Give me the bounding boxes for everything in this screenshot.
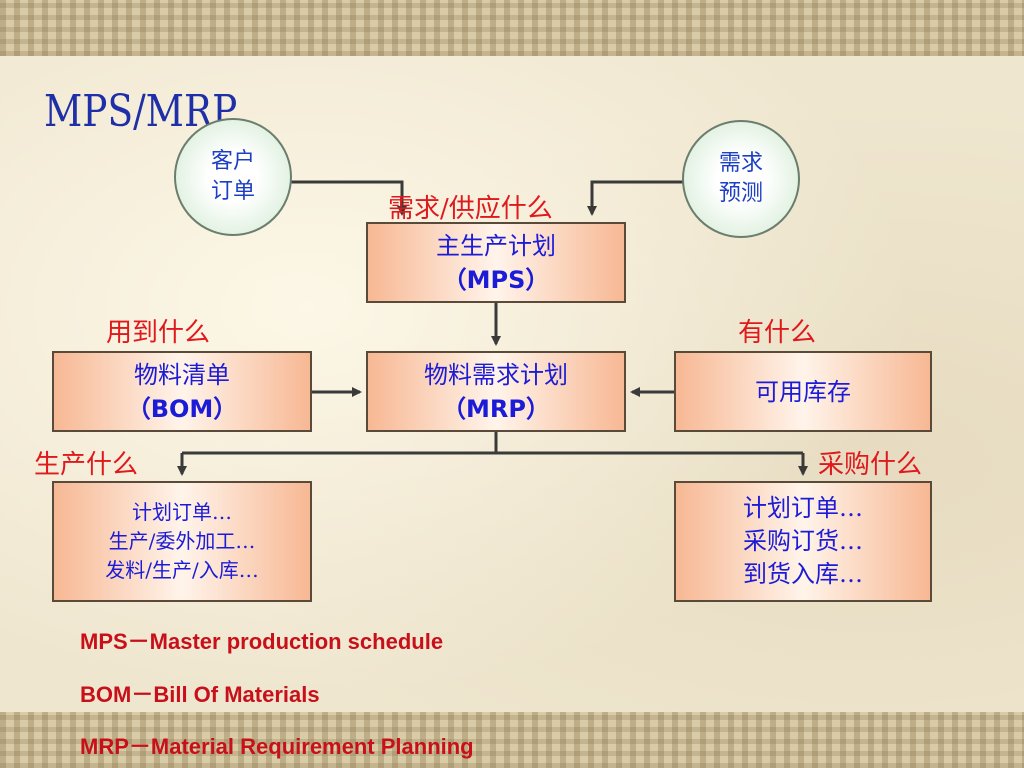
decorative-top-border [0, 0, 1024, 56]
purchase-orders-line1: 计划订单… [743, 494, 863, 522]
inventory-box: 可用库存 [674, 351, 932, 432]
connector-forecast-to-mps [587, 180, 684, 216]
mps-box: 主生产计划 （MPS） [366, 222, 626, 303]
bom-abbr: （BOM） [126, 394, 238, 423]
label-produce-what: 生产什么 [34, 450, 139, 480]
production-orders-line1: 计划订单… [132, 500, 232, 524]
mrp-title: 物料需求计划 [424, 360, 568, 389]
label-purchase-what: 采购什么 [818, 450, 923, 480]
mrp-abbr: （MRP） [442, 394, 550, 423]
decorative-bottom-border [0, 712, 1024, 768]
label-have-what: 有什么 [738, 318, 817, 348]
legend-bom: BOM－Bill Of Materials [80, 682, 320, 707]
bom-title: 物料清单 [134, 360, 230, 389]
connector-customer-to-mps [290, 180, 407, 216]
customer-order-circle: 客户 订单 [174, 118, 292, 236]
legend-mps: MPS－Master production schedule [80, 629, 444, 654]
production-orders-line3: 发料/生产/入库… [105, 558, 259, 582]
label-use-what: 用到什么 [106, 318, 211, 348]
mps-title: 主生产计划 [436, 231, 556, 260]
purchase-orders-box: 计划订单… 采购订货… 到货入库… [674, 481, 932, 602]
mrp-box: 物料需求计划 （MRP） [366, 351, 626, 432]
purchase-orders-line3: 到货入库… [743, 560, 863, 588]
customer-order-line1: 客户 [210, 149, 255, 174]
legend-mrp: MRP－Material Requirement Planning [80, 734, 474, 759]
purchase-orders-line2: 采购订货… [743, 527, 863, 555]
inventory-title: 可用库存 [755, 377, 851, 406]
demand-forecast-line2: 预测 [718, 181, 763, 206]
demand-forecast-circle: 需求 预测 [682, 120, 800, 238]
production-orders-line2: 生产/委外加工… [108, 529, 256, 553]
production-orders-box: 计划订单… 生产/委外加工… 发料/生产/入库… [52, 481, 312, 602]
mps-abbr: （MPS） [442, 265, 550, 294]
customer-order-line2: 订单 [210, 179, 255, 204]
label-demand-supply: 需求/供应什么 [388, 194, 553, 224]
bom-box: 物料清单 （BOM） [52, 351, 312, 432]
demand-forecast-line1: 需求 [718, 151, 763, 176]
